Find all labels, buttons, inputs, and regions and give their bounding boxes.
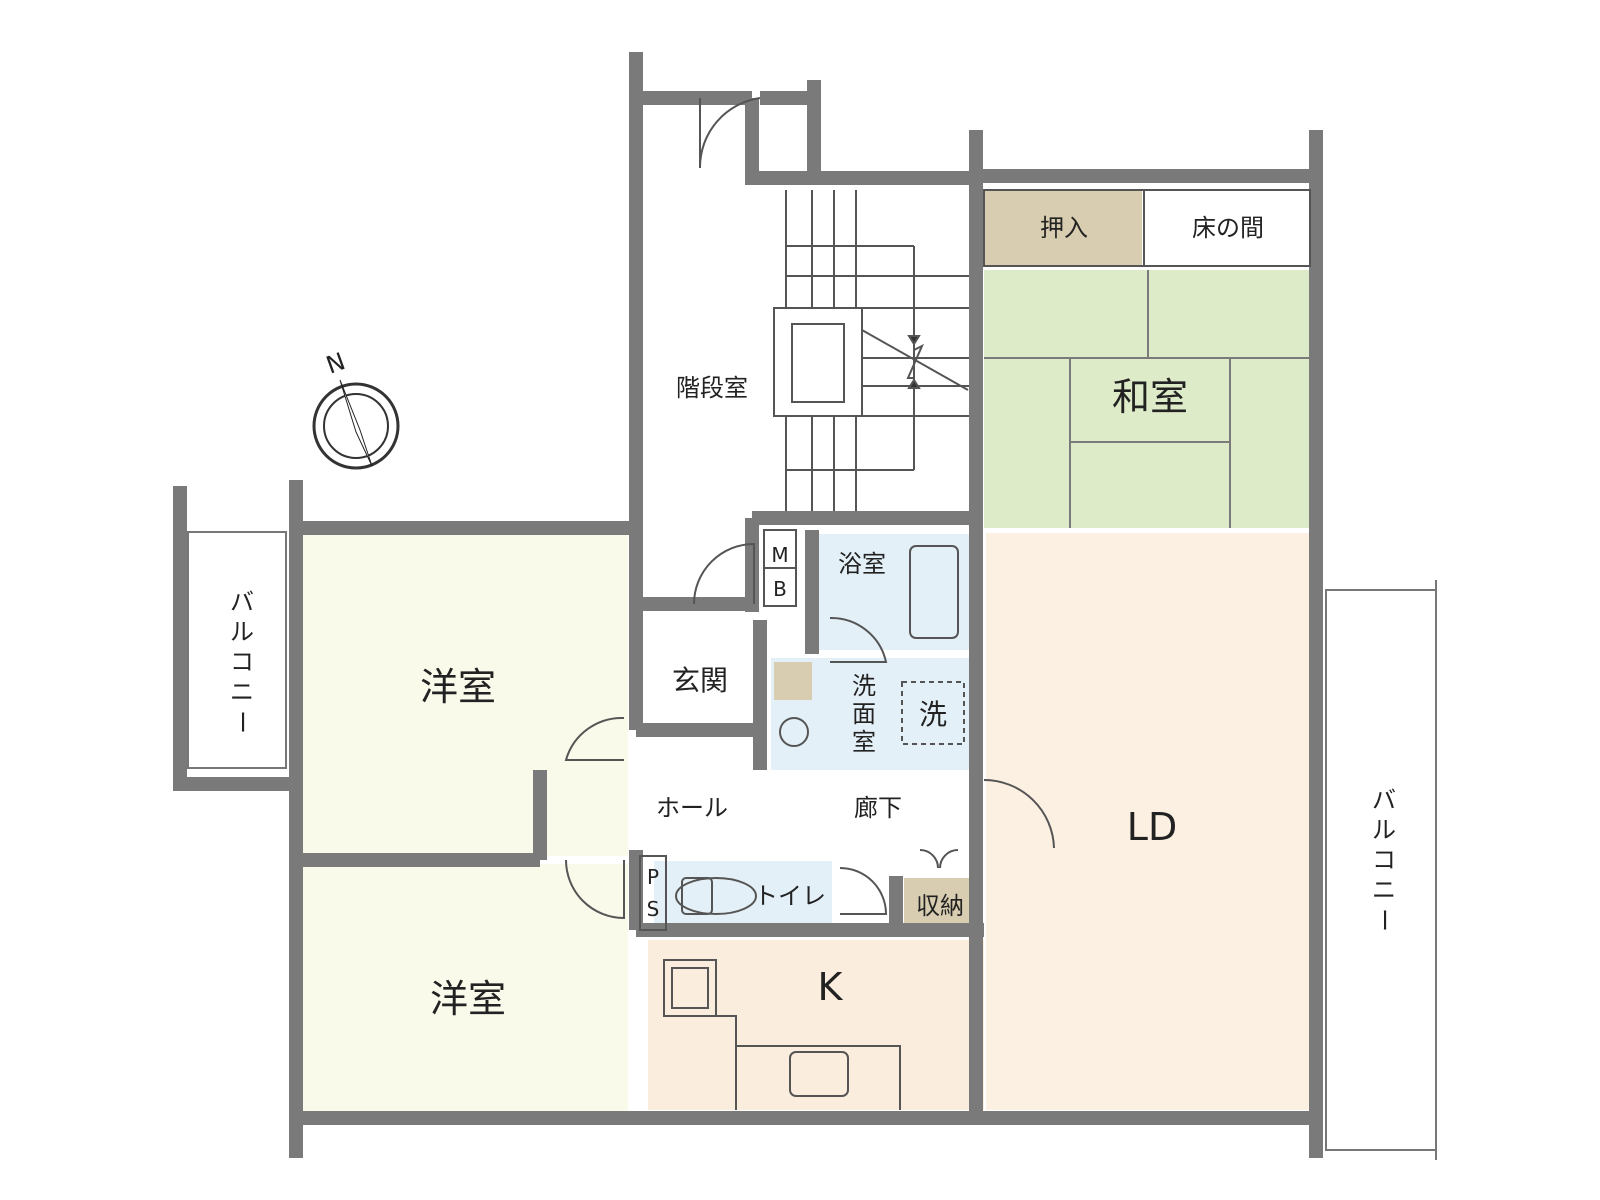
svg-text:バ: バ	[1372, 786, 1396, 814]
compass-inner-ring	[323, 393, 389, 459]
western-room-1-floor	[300, 528, 628, 856]
toilet-floor	[654, 861, 832, 931]
label-western-room-1: 洋室	[420, 665, 496, 709]
compass-outer-ring	[312, 382, 400, 470]
svg-text:ル: ル	[1372, 816, 1396, 844]
label-hall: ホール	[656, 794, 728, 822]
label-living-dining: LD	[1127, 805, 1177, 849]
label-corridor: 廊下	[854, 794, 902, 822]
label-western-room-2: 洋室	[430, 977, 506, 1021]
balcony-outlines	[187, 531, 1437, 1160]
label-meter-box-m: M	[771, 543, 788, 567]
western-room-2-floor	[300, 864, 628, 1112]
svg-text:ー: ー	[1370, 908, 1398, 932]
svg-text:ー: ー	[228, 710, 256, 734]
label-washer: 洗	[919, 698, 947, 731]
bathroom-floor	[814, 534, 972, 650]
label-ps-p: P	[647, 865, 659, 889]
kitchen-floor	[648, 940, 984, 1110]
label-stair-hall: 階段室	[676, 374, 748, 402]
label-japanese-room: 和室	[1112, 375, 1188, 419]
label-washroom-3: 室	[852, 728, 876, 756]
balcony-right-label: バ ル コ ニ ー	[1370, 786, 1398, 932]
label-kitchen: K	[818, 965, 844, 1009]
svg-text:ニ: ニ	[1372, 876, 1396, 904]
balcony-left-label: バ ル コ ニ ー	[228, 588, 256, 734]
svg-text:バ: バ	[230, 588, 254, 616]
label-toilet: トイレ	[754, 882, 826, 910]
label-meter-box-b: B	[773, 577, 787, 601]
alcove-floor	[1144, 190, 1310, 266]
compass-north-label: N	[322, 347, 348, 379]
compass: N	[312, 347, 400, 470]
label-closet: 押入	[1040, 214, 1088, 242]
tatami-lines	[984, 270, 1310, 528]
room-fills	[300, 190, 1310, 1112]
label-washroom-2: 面	[852, 700, 876, 728]
ld-floor	[986, 533, 1309, 1110]
svg-text:コ: コ	[1372, 846, 1396, 874]
closet-floor	[984, 190, 1142, 266]
label-entrance: 玄関	[672, 664, 728, 697]
label-ps-s: S	[647, 897, 660, 921]
label-washroom-1: 洗	[852, 672, 876, 700]
washroom-shelf	[774, 662, 812, 700]
label-bathroom: 浴室	[838, 550, 886, 578]
svg-text:コ: コ	[230, 648, 254, 676]
svg-text:ニ: ニ	[230, 678, 254, 706]
partitions	[639, 189, 1311, 1110]
label-alcove: 床の間	[1192, 214, 1264, 242]
door-swings	[564, 97, 1055, 920]
svg-text:ル: ル	[230, 618, 254, 646]
room-labels: 階段室 押入 床の間 和室 洋室 洋室 玄関 浴室 M B 洗 面 室 洗 ホー…	[420, 214, 1264, 1021]
label-storage: 収納	[916, 892, 964, 920]
walls	[173, 52, 1323, 1158]
stairs	[773, 190, 970, 518]
